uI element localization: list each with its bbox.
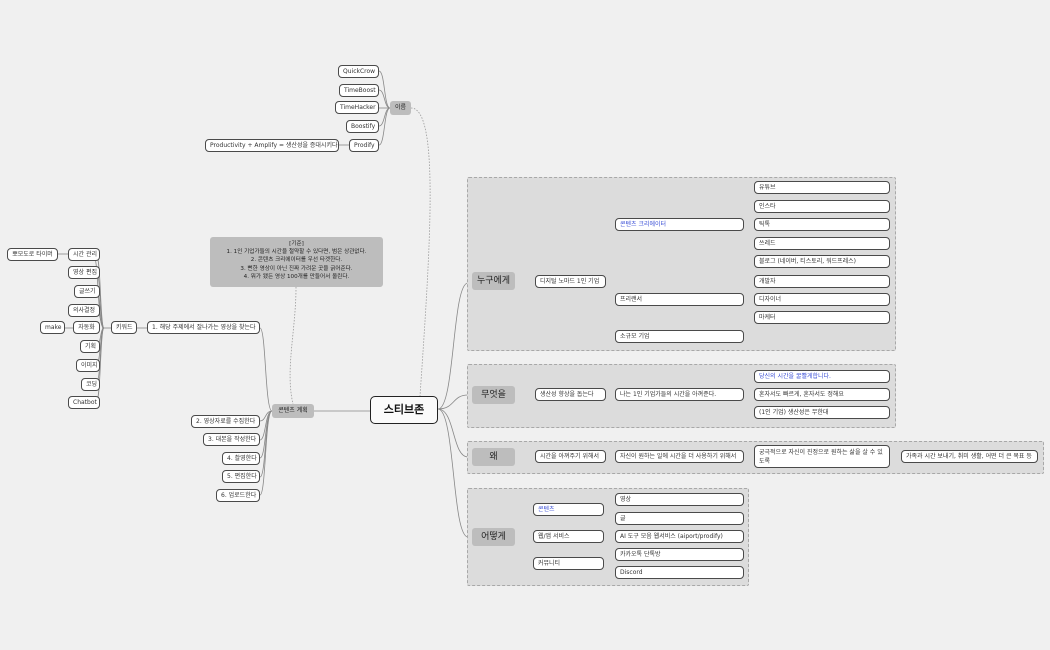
- criteria-line: 3. 뻔한 영상이 아닌 진짜 가려운 곳을 긁어준다.: [240, 265, 353, 272]
- freelancer-marketer[interactable]: 마케터: [754, 311, 890, 324]
- what-node[interactable]: 무엇을: [472, 386, 515, 404]
- step-6-upload[interactable]: 6. 업로드한다: [216, 489, 260, 502]
- who-creator[interactable]: 콘텐츠 크리에이터: [615, 218, 744, 231]
- keyword-automation[interactable]: 자동화: [73, 321, 100, 334]
- community-kakao[interactable]: 카카오톡 단톡방: [615, 548, 744, 561]
- keyword-chatbot[interactable]: Chatbot: [68, 396, 100, 409]
- how-content[interactable]: 콘텐츠: [533, 503, 604, 516]
- community-discord[interactable]: Discord: [615, 566, 744, 579]
- name-timeboost[interactable]: TimeBoost: [339, 84, 379, 97]
- step-1-find-videos[interactable]: 1. 해당 주제에서 잘나가는 영상을 찾는다: [147, 321, 260, 334]
- creator-blog[interactable]: 블로그 (네이버, 티스토리, 워드프레스): [754, 255, 890, 268]
- how-community[interactable]: 커뮤니티: [533, 557, 604, 570]
- why-item[interactable]: 시간을 아껴주기 위해서: [535, 450, 606, 463]
- who-node[interactable]: 누구에게: [472, 272, 515, 290]
- name-prodify[interactable]: Prodify: [349, 139, 379, 152]
- criteria-line: 4. 뭐가 됐든 영상 100개를 만들어서 올린다.: [243, 273, 350, 280]
- name-quickcrow[interactable]: QuickCrow: [338, 65, 379, 78]
- creator-youtube[interactable]: 유튜브: [754, 181, 890, 194]
- slogan-option-2[interactable]: 혼자서도 빠르게, 혼자서도 정해요: [754, 388, 890, 401]
- why-node[interactable]: 왜: [472, 448, 515, 466]
- who-freelancer[interactable]: 프리랜서: [615, 293, 744, 306]
- pomodoro-timer[interactable]: 뽀모도로 타이머: [7, 248, 58, 261]
- criteria-line: [기준]: [289, 241, 304, 247]
- step-5-edit[interactable]: 5. 편집한다: [222, 470, 260, 483]
- make-node[interactable]: make: [40, 321, 65, 334]
- criteria-note[interactable]: [기준] 1. 1인 기업가들의 시간을 절약할 수 있다면, 범은 상관없다.…: [210, 237, 383, 287]
- name-boostify[interactable]: Boostify: [346, 120, 379, 133]
- what-statement[interactable]: 나는 1인 기업가들의 시간을 아껴준다.: [615, 388, 744, 401]
- keyword-time-management[interactable]: 시간 관리: [68, 248, 100, 261]
- criteria-line: 1. 1인 기업가들의 시간을 절약할 수 있다면, 범은 상관없다.: [226, 249, 367, 256]
- keyword-planning[interactable]: 기획: [80, 340, 100, 353]
- criteria-line: 2. 콘텐츠 크리에이터를 우선 타겟한다.: [250, 257, 343, 264]
- creator-tiktok[interactable]: 틱톡: [754, 218, 890, 231]
- central-topic[interactable]: 스티브존: [370, 396, 438, 424]
- step-3-script[interactable]: 3. 대본을 작성한다: [203, 433, 260, 446]
- how-webapp[interactable]: 웹/앱 서비스: [533, 530, 604, 543]
- content-text[interactable]: 글: [615, 512, 744, 525]
- slogan-option-1[interactable]: 당신의 시간을 꿀빨게합니다.: [754, 370, 890, 383]
- slogan-option-3[interactable]: (1인 기업) 생산성은 무한대: [754, 406, 890, 419]
- why-reason[interactable]: 자신이 원하는 일에 시간을 더 사용하기 위해서: [615, 450, 744, 463]
- keyword-image[interactable]: 이미지: [76, 359, 100, 372]
- freelancer-developer[interactable]: 개발자: [754, 275, 890, 288]
- creator-instagram[interactable]: 인스타: [754, 200, 890, 213]
- step-2-collect[interactable]: 2. 영상자료를 수집한다: [191, 415, 260, 428]
- name-branch-node[interactable]: 이름: [390, 101, 411, 115]
- keyword-node[interactable]: 키워드: [111, 321, 137, 334]
- creator-threads[interactable]: 쓰레드: [754, 237, 890, 250]
- keyword-writing[interactable]: 글쓰기: [74, 285, 100, 298]
- content-video[interactable]: 영상: [615, 493, 744, 506]
- why-ultimate[interactable]: 궁극적으로 자신이 진정으로 원하는 삶을 살 수 있도록: [754, 445, 890, 468]
- who-audience[interactable]: 디지털 노마드 1인 기업: [535, 275, 606, 288]
- what-item[interactable]: 생산성 향상을 돕는다: [535, 388, 606, 401]
- prodify-note[interactable]: Productivity + Amplify = 생산성을 증대시키다: [205, 139, 339, 152]
- webapp-ai-tools[interactable]: AI 도구 모음 웹서비스 (aiport/prodify): [615, 530, 744, 543]
- keyword-decision[interactable]: 의사결정: [68, 304, 100, 317]
- freelancer-designer[interactable]: 디자이너: [754, 293, 890, 306]
- who-small-business[interactable]: 소규모 기업: [615, 330, 744, 343]
- keyword-video-editing[interactable]: 영상 편집: [68, 266, 100, 279]
- name-timehacker[interactable]: TimeHacker: [335, 101, 379, 114]
- keyword-coding[interactable]: 코딩: [81, 378, 100, 391]
- step-4-shoot[interactable]: 4. 촬영한다: [222, 452, 260, 465]
- how-node[interactable]: 어떻게: [472, 528, 515, 546]
- content-plan-node[interactable]: 콘텐츠 계획: [272, 404, 314, 418]
- why-final[interactable]: 가족과 시간 보내기, 취미 생활, 어떤 더 큰 목표 등: [901, 450, 1038, 463]
